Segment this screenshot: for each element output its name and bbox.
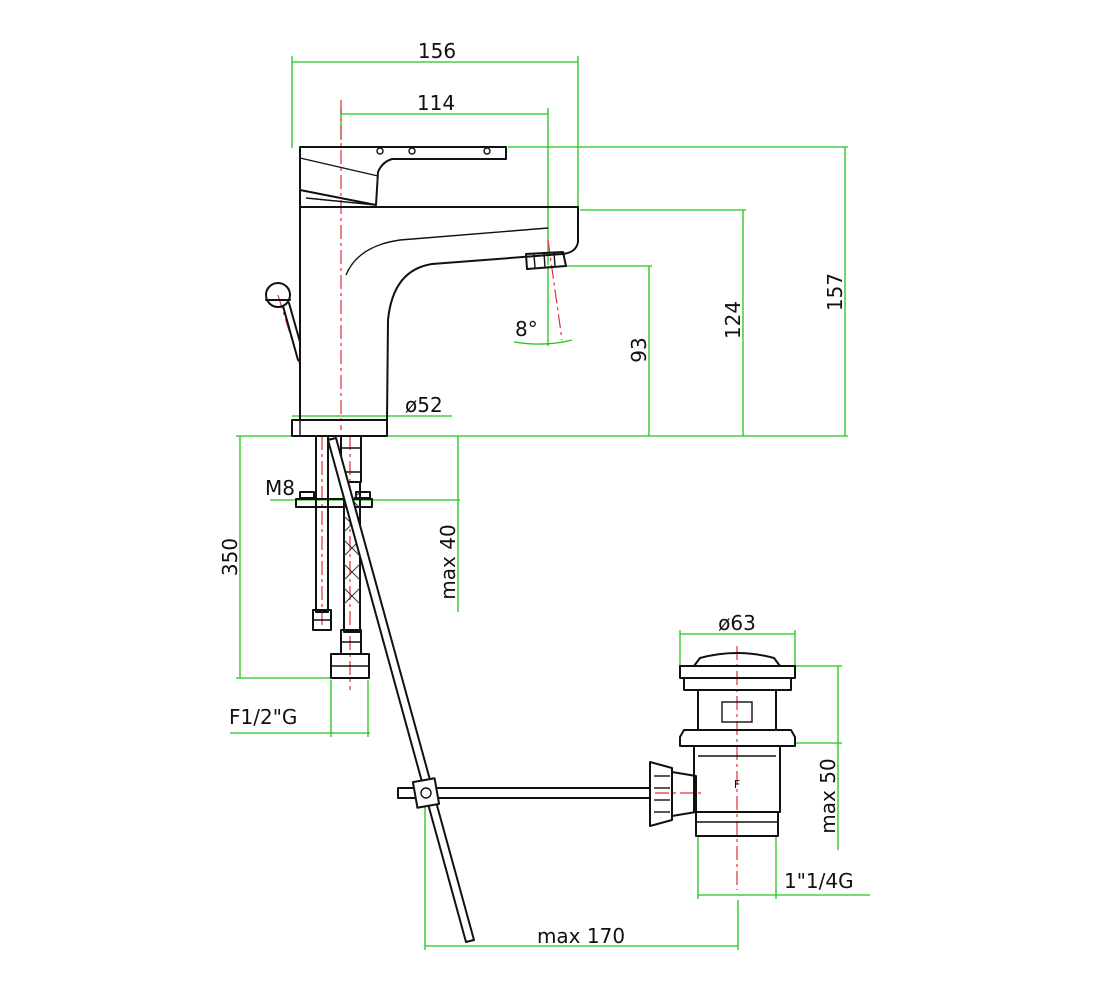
label-hose-length: 350 [218,538,242,576]
label-max-rod-distance: max 170 [537,924,625,948]
label-overall-width: 156 [418,39,456,63]
label-waste-diameter: ø63 [718,611,756,635]
dimension-lines [230,56,870,950]
label-total-height: 157 [823,273,847,311]
label-outlet-angle: 8° [515,317,538,341]
label-outlet-height: 93 [627,337,651,362]
label-base-diameter: ø52 [405,393,443,417]
label-stud-thread: M8 [265,476,295,500]
label-max-deck-thickness: max 40 [436,524,460,599]
svg-text:F: F [734,778,740,791]
center-axes [277,100,738,943]
pop-up-waste: F [649,652,796,837]
label-spout-reach: 114 [417,91,455,115]
label-waste-max-basin-thickness: max 50 [816,758,840,833]
label-spout-top-height: 124 [721,301,745,339]
faucet-body [291,146,579,437]
pull-rod-knob [265,282,301,361]
label-waste-thread: 1"1/4G [784,869,854,893]
dimension-labels: 156 114 157 124 93 8° ø52 M8 350 max 40 … [218,39,854,948]
label-hose-connection: F1/2"G [229,705,297,729]
pop-up-rod [327,437,651,943]
